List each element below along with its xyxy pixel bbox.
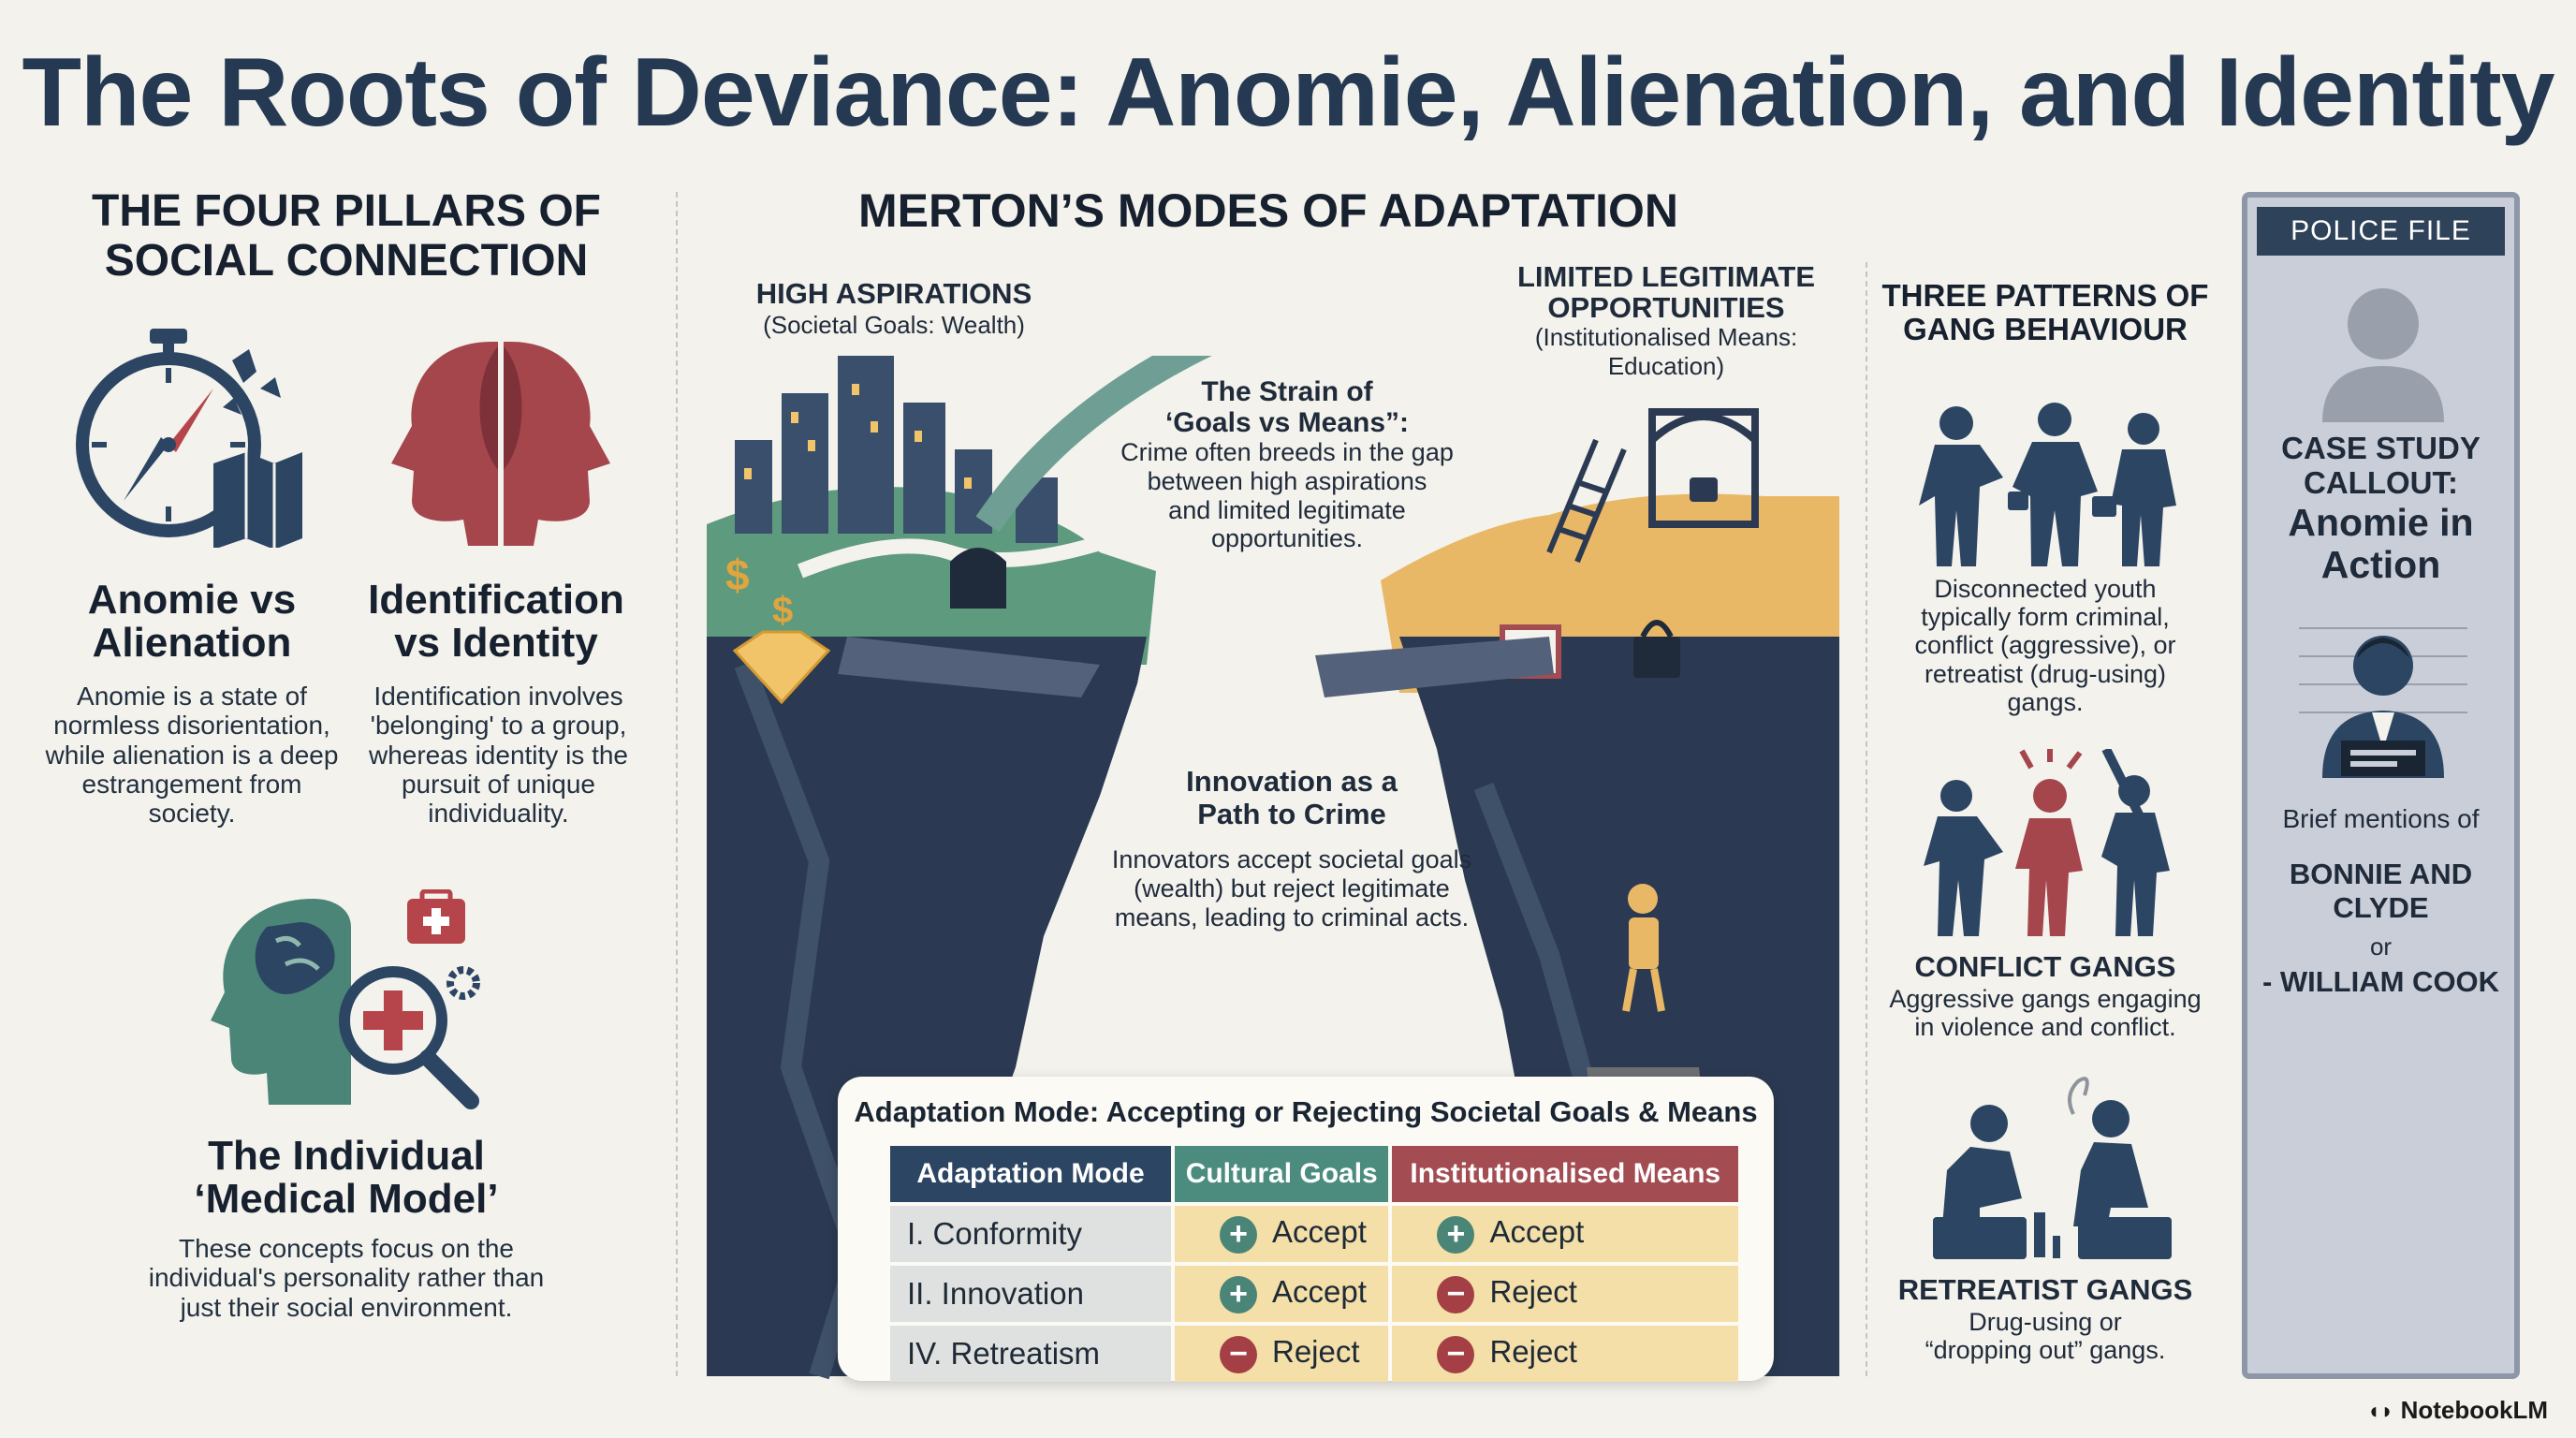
header-cultural-goals: Cultural Goals [1175,1146,1389,1202]
brain-magnifier-icon [211,889,480,1109]
criminal-gang-icon [1919,403,2176,566]
retreatist-gangs-desc: Drug-using or “dropping out” gangs. [1925,1308,2166,1365]
brand-label: ◖◗ NotebookLM [2366,1396,2548,1424]
plus-icon: + [1220,1275,1257,1313]
svg-text:$: $ [772,590,793,631]
retreatist-gang-icon [1933,1077,2172,1259]
medical-model-title: The Individual ‘Medical Model’ [194,1133,499,1223]
police-file-tab: POLICE FILE [2257,207,2505,256]
police-file-panel: POLICE FILE CASE STUDY CALLOUT: Anomie i… [2242,192,2520,1379]
adaptation-table-card: Adaptation Mode: Accepting or Rejecting … [838,1077,1774,1382]
strain-callout: The Strain of ‘Goals vs Means”: Crime of… [1120,376,1454,553]
mode-cell: II. Innovation [890,1266,1171,1322]
case-study-heading: CASE STUDY CALLOUT: [2281,431,2481,500]
minus-icon: − [1220,1335,1257,1373]
silhouette-icon [2322,288,2444,422]
plus-icon: + [1437,1215,1475,1254]
means-cell: −Reject [1392,1266,1738,1322]
bonnie-and-clyde: BONNIE AND CLYDE [2289,858,2473,924]
header-adaptation-mode: Adaptation Mode [890,1146,1171,1202]
minus-icon: − [1437,1335,1475,1373]
plus-icon: + [1220,1215,1257,1254]
table-row: IV. Retreatism −Reject −Reject [890,1326,1738,1382]
means-cell: −Reject [1392,1326,1738,1382]
table-row: I. Conformity +Accept +Accept [890,1206,1738,1262]
case-study-title: Anomie in Action [2288,501,2474,587]
adaptation-table: Adaptation Mode Cultural Goals Instituti… [886,1142,1742,1386]
pillars-heading: THE FOUR PILLARS OF SOCIAL CONNECTION [92,186,601,286]
gangs-heading: THREE PATTERNS OF GANG BEHAVIOUR [1881,278,2209,347]
goals-cell: +Accept [1175,1266,1389,1322]
page-title: The Roots of Deviance: Anomie, Alienatio… [22,38,2554,147]
mode-cell: I. Conformity [890,1206,1171,1262]
mode-cell: IV. Retreatism [890,1326,1171,1382]
minus-icon: − [1437,1275,1475,1313]
goals-cell: +Accept [1175,1206,1389,1262]
identification-desc: Identification involves 'belonging' to a… [368,682,629,829]
svg-text:$: $ [725,550,750,599]
table-caption: Adaptation Mode: Accepting or Rejecting … [854,1095,1758,1128]
anomie-desc: Anomie is a state of normless disorienta… [45,682,339,829]
limited-opportunities-label: LIMITED LEGITIMATE OPPORTUNITIES (Instit… [1516,260,1815,381]
conflict-gangs-title: CONFLICT GANGS [1914,950,2176,983]
table-row: II. Innovation +Accept −Reject [890,1266,1738,1322]
means-cell: +Accept [1392,1206,1738,1262]
stopwatch-compass-icon [76,329,302,548]
divider-right [1866,262,1867,1376]
high-aspirations-label: HIGH ASPIRATIONS (Societal Goals: Wealth… [755,277,1032,339]
divider-left [676,192,678,1376]
innovation-callout: Innovation as a Path to Crime Innovators… [1111,765,1472,932]
gangs-intro: Disconnected youth typically form crimin… [1914,575,2176,716]
identification-title: Identification vs Identity [368,577,624,667]
merton-heading: MERTON’S MODES OF ADAPTATION [858,184,1678,237]
two-heads-icon [391,340,610,546]
or-text: or [2369,932,2393,961]
notebooklm-logo-icon: ◖◗ [2366,1399,2394,1424]
conflict-gangs-desc: Aggressive gangs engaging in violence an… [1889,985,2202,1042]
mugshot-icon [2299,627,2467,778]
brief-mentions: Brief mentions of [2282,804,2480,833]
william-cook: - WILLIAM COOK [2261,965,2500,998]
retreatist-gangs-title: RETREATIST GANGS [1897,1273,2193,1306]
medical-model-desc: These concepts focus on the individual's… [148,1234,545,1322]
conflict-gang-icon [1924,749,2170,936]
anomie-title: Anomie vs Alienation [87,577,297,667]
header-institutionalised-means: Institutionalised Means [1392,1146,1738,1202]
goals-cell: −Reject [1175,1326,1389,1382]
